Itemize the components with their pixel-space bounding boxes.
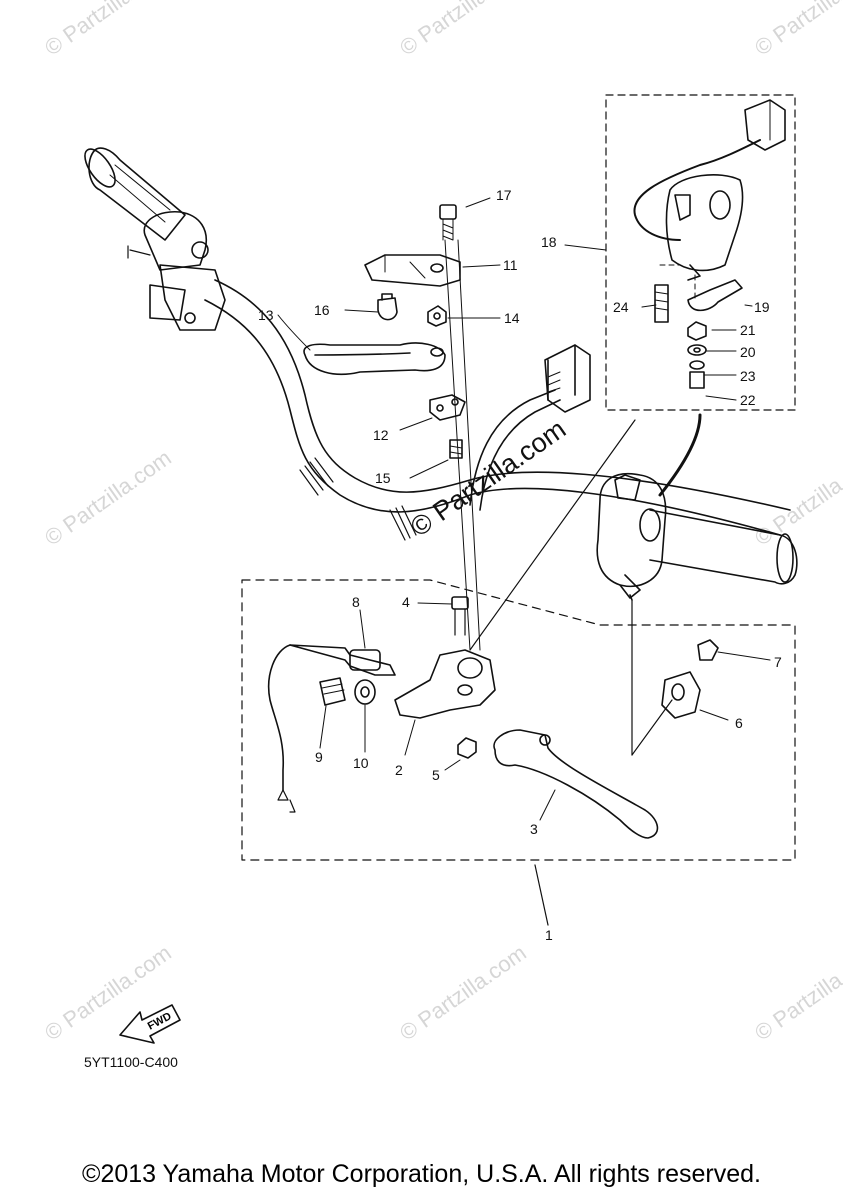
bolt-7: [697, 639, 719, 661]
callout-19: 19: [754, 299, 770, 315]
nut-21: [687, 321, 707, 341]
lever-3: [493, 729, 659, 839]
plate-12: [429, 394, 466, 421]
diagram-code: 5YT1100-C400: [84, 1054, 178, 1070]
callout-1: 1: [545, 927, 553, 943]
nut-5: [457, 737, 477, 759]
lever-assembly-box: [241, 579, 796, 861]
callout-13: 13: [258, 307, 274, 323]
switch-cable-8: [267, 644, 396, 813]
leader-line: [469, 419, 636, 651]
holder-2: [394, 649, 496, 719]
callout-11: 11: [503, 257, 518, 273]
lever-19: [687, 279, 743, 312]
nut-14: [427, 305, 447, 327]
bolt-15: [449, 439, 463, 459]
lever-13: [303, 342, 446, 376]
callout-18: 18: [541, 234, 557, 250]
copyright-text: ©2013 Yamaha Motor Corporation, U.S.A. A…: [82, 1160, 761, 1188]
callout-10: 10: [353, 755, 369, 771]
screw-22: [689, 371, 705, 389]
switch-detail-box: [605, 94, 796, 411]
handlebar: [204, 279, 791, 541]
callout-12: 12: [373, 427, 389, 443]
locknut-10: [354, 679, 376, 705]
screw-24: [654, 284, 669, 323]
right-switch-assembly: [596, 413, 702, 601]
callout-22: 22: [740, 392, 756, 408]
bolt-17: [439, 204, 457, 241]
wire-connector: [469, 344, 591, 511]
callout-7: 7: [774, 654, 782, 670]
callout-16: 16: [314, 302, 330, 318]
callout-labels: 1 2 3 4 5 6 7 8 9 10 11 12 13 14 15 16 1…: [258, 187, 782, 943]
leader-line: [631, 699, 673, 756]
right-grip: [649, 509, 798, 585]
reference-line: [457, 239, 481, 651]
callout-5: 5: [432, 767, 440, 783]
callout-8: 8: [352, 594, 360, 610]
throttle-housing: [127, 210, 226, 331]
callout-21: 21: [740, 322, 756, 338]
clamp-6: [661, 671, 701, 719]
callout-20: 20: [740, 344, 756, 360]
callout-4: 4: [402, 594, 410, 610]
left-grip: [84, 147, 186, 241]
knob-16: [377, 293, 398, 321]
leader-line: [534, 864, 549, 926]
callout-6: 6: [735, 715, 743, 731]
callout-24: 24: [613, 299, 629, 315]
adjuster-9: [319, 677, 346, 706]
fwd-arrow-icon: FWD: [119, 1004, 181, 1044]
callout-9: 9: [315, 749, 323, 765]
callout-3: 3: [530, 821, 538, 837]
switch-18: [633, 99, 786, 281]
callout-15: 15: [375, 470, 391, 486]
callout-14: 14: [504, 310, 520, 326]
callout-2: 2: [395, 762, 403, 778]
callout-23: 23: [740, 368, 756, 384]
bolt-4: [451, 596, 469, 636]
washer-20: [687, 344, 707, 356]
washer-23: [689, 360, 705, 370]
callout-17: 17: [496, 187, 512, 203]
reference-line: [444, 239, 471, 651]
